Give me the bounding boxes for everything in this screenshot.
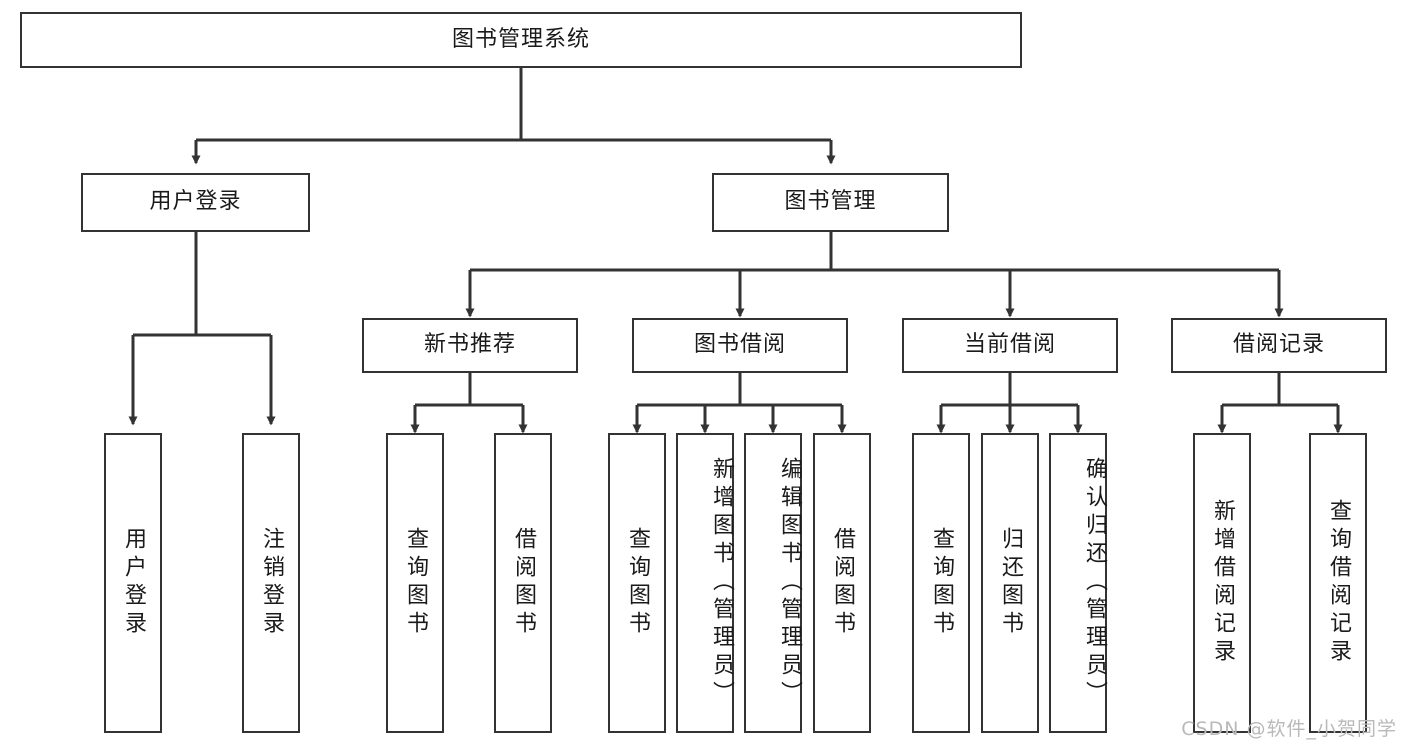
node-root[interactable]: 图书管理系统 xyxy=(20,12,1022,68)
leaf-edit-book-label: 编辑图书（管理员） xyxy=(777,457,802,709)
watermark-text: CSDN @软件_小贺同学 xyxy=(1181,718,1397,740)
leaf-user-login[interactable]: 用户登录 xyxy=(104,433,162,733)
leaf-query-book-3-label: 查询图书 xyxy=(929,527,954,639)
leaf-logout[interactable]: 注销登录 xyxy=(242,433,300,733)
node-root-label: 图书管理系统 xyxy=(451,26,590,52)
edge-book-borrow-to-leaves xyxy=(632,373,847,434)
leaf-add-book[interactable]: 新增图书（管理员） xyxy=(676,433,734,733)
leaf-query-book-2[interactable]: 查询图书 xyxy=(608,433,666,733)
node-book-manage-label: 图书管理 xyxy=(784,189,877,215)
leaf-add-record[interactable]: 新增借阅记录 xyxy=(1193,433,1251,733)
leaf-query-book-3[interactable]: 查询图书 xyxy=(912,433,970,733)
leaf-return-book[interactable]: 归还图书 xyxy=(981,433,1039,733)
leaf-query-record-label: 查询借阅记录 xyxy=(1326,499,1351,667)
leaf-borrow-book-1[interactable]: 借阅图书 xyxy=(494,433,552,733)
leaf-borrow-book-2-label: 借阅图书 xyxy=(830,527,855,639)
leaf-borrow-book-1-label: 借阅图书 xyxy=(511,527,536,639)
leaf-logout-label: 注销登录 xyxy=(259,527,284,639)
leaf-query-record[interactable]: 查询借阅记录 xyxy=(1309,433,1367,733)
node-current-borrow-label: 当前借阅 xyxy=(963,332,1056,358)
leaf-user-login-label: 用户登录 xyxy=(121,527,146,639)
leaf-confirm-return[interactable]: 确认归还（管理员） xyxy=(1049,433,1107,733)
node-user-login-label: 用户登录 xyxy=(149,189,242,215)
leaf-query-book-2-label: 查询图书 xyxy=(625,527,650,639)
leaf-add-record-label: 新增借阅记录 xyxy=(1210,499,1235,667)
leaf-add-book-label: 新增图书（管理员） xyxy=(709,457,734,709)
leaf-confirm-return-label: 确认归还（管理员） xyxy=(1082,457,1107,709)
node-book-manage[interactable]: 图书管理 xyxy=(712,173,949,232)
edge-user-login-to-leaves xyxy=(128,232,276,426)
node-user-login[interactable]: 用户登录 xyxy=(81,173,310,232)
edge-book-manage-to-level3 xyxy=(465,232,1284,318)
edge-new-book-rec-to-leaves xyxy=(410,373,528,434)
node-book-borrow[interactable]: 图书借阅 xyxy=(632,318,848,373)
edge-root-to-level2 xyxy=(191,68,836,165)
node-borrow-record-label: 借阅记录 xyxy=(1232,332,1325,358)
edge-current-borrow-to-leaves xyxy=(936,373,1083,434)
node-current-borrow[interactable]: 当前借阅 xyxy=(902,318,1118,373)
node-book-borrow-label: 图书借阅 xyxy=(693,332,786,358)
leaf-query-book-1[interactable]: 查询图书 xyxy=(386,433,444,733)
node-borrow-record[interactable]: 借阅记录 xyxy=(1171,318,1387,373)
leaf-query-book-1-label: 查询图书 xyxy=(403,527,428,639)
node-new-book-rec-label: 新书推荐 xyxy=(423,332,516,358)
leaf-edit-book[interactable]: 编辑图书（管理员） xyxy=(744,433,802,733)
leaf-borrow-book-2[interactable]: 借阅图书 xyxy=(813,433,871,733)
edge-borrow-record-to-leaves xyxy=(1217,373,1343,434)
leaf-return-book-label: 归还图书 xyxy=(998,527,1023,639)
node-new-book-rec[interactable]: 新书推荐 xyxy=(362,318,578,373)
